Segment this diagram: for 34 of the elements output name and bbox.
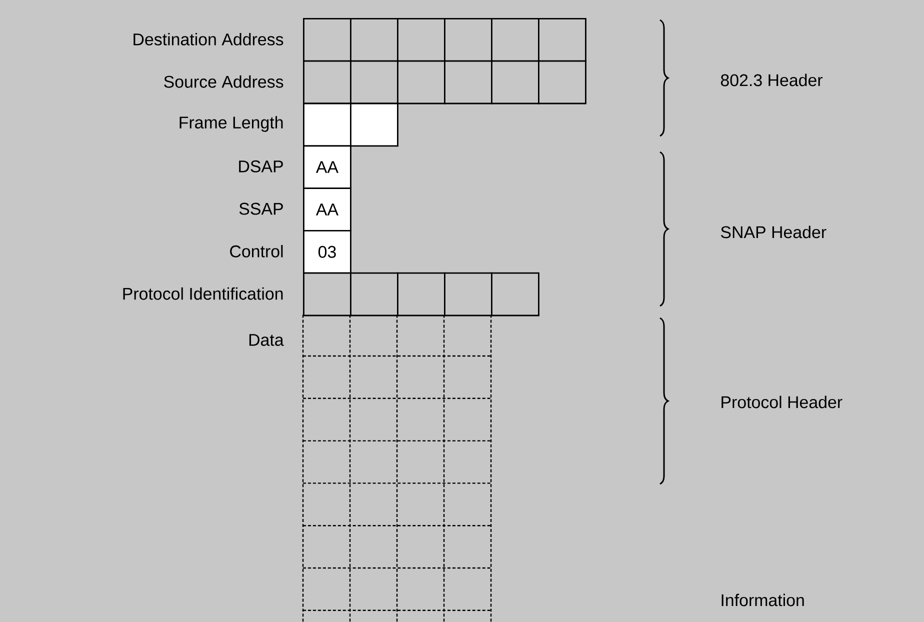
field-cell (350, 60, 398, 104)
row-label: Frame Length (180, 116, 283, 132)
row-label: Destination Address (134, 32, 284, 46)
field-cell (397, 60, 446, 104)
field-cell (444, 60, 492, 104)
field-cell (303, 60, 352, 104)
header-label: Protocol Header (722, 396, 842, 408)
row-label: Control (230, 244, 283, 258)
header-label: 802.3 Header (720, 74, 823, 86)
field-cell (491, 18, 540, 62)
value-cell: AA (303, 145, 352, 189)
field-cell (303, 102, 352, 147)
field-cell (491, 60, 540, 104)
field-cell (444, 18, 492, 62)
field-cell (397, 18, 446, 62)
row-label: Data (249, 334, 284, 346)
field-cell (538, 18, 586, 62)
row-label: Protocol Identification (123, 287, 283, 300)
field-cell (303, 272, 352, 316)
row-label: DSAP (239, 160, 283, 172)
row-label: SSAP (239, 202, 283, 215)
field-cell (538, 60, 586, 104)
value-cell: 03 (303, 230, 352, 274)
field-cell (303, 18, 352, 62)
field-cell (350, 272, 398, 316)
field-cell (397, 272, 446, 316)
header-label: Information (722, 594, 804, 606)
field-cell (350, 18, 398, 62)
field-cell (491, 272, 540, 316)
field-cell (350, 102, 398, 147)
row-label: Source Address (164, 75, 284, 88)
field-cell (444, 272, 492, 316)
header-label: SNAP Header (720, 226, 826, 238)
value-cell: AA (303, 188, 352, 232)
